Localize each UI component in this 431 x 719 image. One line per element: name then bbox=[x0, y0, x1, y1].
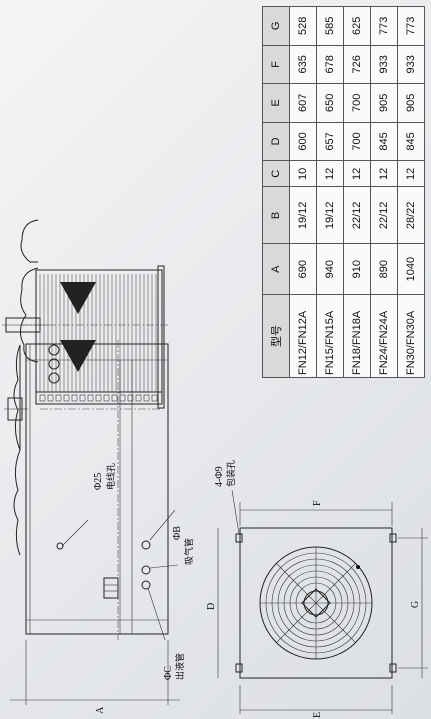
table-cell: 726 bbox=[343, 45, 371, 84]
table-cell: 940 bbox=[316, 243, 344, 295]
fan-grille bbox=[259, 546, 373, 660]
table-header-cell: E bbox=[262, 83, 290, 123]
table-cell: 933 bbox=[397, 45, 425, 84]
front-view bbox=[217, 489, 428, 714]
table-cell: 773 bbox=[370, 6, 398, 46]
table-cell: 22/12 bbox=[343, 187, 371, 244]
table-cell: 773 bbox=[397, 6, 425, 46]
table-cell: 678 bbox=[316, 45, 344, 84]
table-header-cell: D bbox=[262, 122, 290, 161]
table-cell: 12 bbox=[316, 160, 344, 187]
table-row: FN30/FN30A 1040 28/22 12 845 905 933 773 bbox=[397, 6, 425, 378]
label-wire-hole: 电线孔 bbox=[105, 463, 116, 490]
table-header-cell: A bbox=[262, 243, 290, 295]
table-cell: FN24/FN24A bbox=[370, 294, 398, 378]
table-row: FN12/FN12A 690 19/12 10 600 607 635 528 bbox=[289, 6, 317, 378]
table-cell: 625 bbox=[343, 6, 371, 46]
coil-fins bbox=[39, 274, 157, 392]
table-row: FN15/FN15A 940 19/12 12 657 650 678 585 bbox=[316, 6, 344, 378]
table-cell: 845 bbox=[397, 122, 425, 161]
table-cell: 600 bbox=[289, 122, 317, 161]
table-header-cell: F bbox=[262, 45, 290, 84]
table-cell: FN30/FN30A bbox=[397, 294, 425, 378]
dimension-A: A bbox=[95, 706, 106, 714]
table-cell: 890 bbox=[370, 243, 398, 295]
table-cell: 607 bbox=[289, 83, 317, 123]
side-view bbox=[4, 340, 180, 705]
table-cell: 845 bbox=[370, 122, 398, 161]
table-cell: 19/12 bbox=[316, 187, 344, 244]
airflow-arrow bbox=[60, 282, 96, 314]
table-cell: 585 bbox=[316, 6, 344, 46]
airflow-arrow bbox=[60, 340, 96, 372]
table-cell: FN12/FN12A bbox=[289, 294, 317, 378]
table-row: 型号 A B C D E F G bbox=[262, 6, 290, 378]
table-row: FN24/FN24A 890 22/12 12 845 905 933 773 bbox=[370, 6, 398, 378]
label-phiB: ΦB bbox=[172, 526, 183, 540]
table-cell: 905 bbox=[397, 83, 425, 123]
label-liquid-pipe: 出液管 bbox=[174, 653, 185, 680]
table-cell: 12 bbox=[343, 160, 371, 187]
table-cell: 1040 bbox=[397, 243, 425, 295]
tube-ends bbox=[39, 394, 158, 402]
table-cell: 905 bbox=[370, 83, 398, 123]
table-cell: 22/12 bbox=[370, 187, 398, 244]
table-cell: 910 bbox=[343, 243, 371, 295]
table-header-cell: 型号 bbox=[262, 294, 290, 378]
table-cell: 28/22 bbox=[397, 187, 425, 244]
table-cell: 12 bbox=[397, 160, 425, 187]
table-cell: 19/12 bbox=[289, 187, 317, 244]
table-cell: FN18/FN18A bbox=[343, 294, 371, 378]
spec-table-container: 型号 A B C D E F G FN12/FN12A 690 19/12 10… bbox=[262, 6, 425, 378]
table-cell: 528 bbox=[289, 6, 317, 46]
end-view bbox=[2, 219, 170, 409]
label-phiC: ΦC bbox=[163, 666, 174, 680]
table-cell: 933 bbox=[370, 45, 398, 84]
table-row: FN18/FN18A 910 22/12 12 700 700 726 625 bbox=[343, 6, 371, 378]
table-header-cell: C bbox=[262, 160, 290, 187]
label-phi25: Φ25 bbox=[93, 473, 104, 490]
table-cell: 10 bbox=[289, 160, 317, 187]
label-holes: 4-Φ9 bbox=[214, 466, 225, 487]
table-cell: 700 bbox=[343, 122, 371, 161]
dimension-G: G bbox=[410, 601, 421, 608]
spec-table: 型号 A B C D E F G FN12/FN12A 690 19/12 10… bbox=[262, 6, 425, 378]
table-cell: 690 bbox=[289, 243, 317, 295]
table-header-cell: B bbox=[262, 187, 290, 244]
dimension-D: D bbox=[206, 603, 217, 610]
table-cell: 657 bbox=[316, 122, 344, 161]
table-cell: 12 bbox=[370, 160, 398, 187]
dimension-F: F bbox=[312, 500, 323, 506]
dimension-E: E bbox=[312, 712, 323, 718]
label-suction-pipe: 吸气管 bbox=[183, 538, 194, 565]
label-mount-hole: 包装孔 bbox=[225, 460, 236, 487]
table-cell: 650 bbox=[316, 83, 344, 123]
table-cell: FN15/FN15A bbox=[316, 294, 344, 378]
table-cell: 700 bbox=[343, 83, 371, 123]
table-cell: 635 bbox=[289, 45, 317, 84]
table-header-cell: G bbox=[262, 6, 290, 46]
